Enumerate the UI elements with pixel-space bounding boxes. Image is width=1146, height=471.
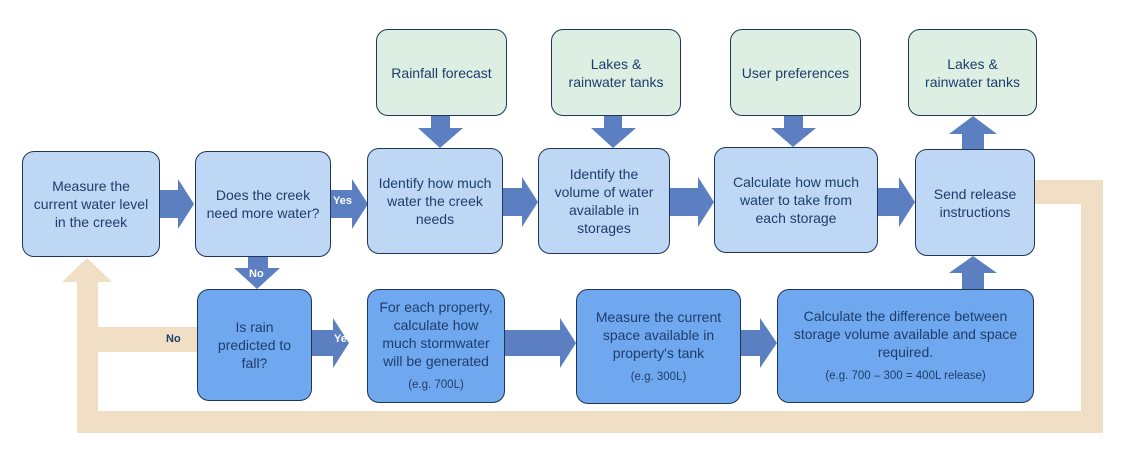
step-label: Does the creek need more water? xyxy=(206,187,320,221)
step-label: Measure the current water level in the c… xyxy=(33,178,149,230)
arrow-up xyxy=(949,116,997,149)
step-send-release: Send release instructions xyxy=(915,149,1035,256)
loop-arrow xyxy=(62,180,1103,433)
arrow-up xyxy=(949,256,997,289)
step-label: Identify the volume of water available i… xyxy=(554,166,654,236)
step-label: Is rain predicted to fall? xyxy=(217,319,292,371)
input-label: Rainfall forecast xyxy=(391,64,492,81)
step-label: Calculate the difference between storage… xyxy=(793,308,1018,360)
arrow-right xyxy=(503,177,538,227)
input-rainfall-forecast: Rainfall forecast xyxy=(376,29,507,116)
label-yes: Yes xyxy=(334,333,353,345)
step-difference: Calculate the difference between storage… xyxy=(777,289,1034,403)
arrow-down xyxy=(771,116,816,147)
input-label: User preferences xyxy=(741,64,850,81)
step-stormwater: For each property, calculate how much st… xyxy=(367,289,505,403)
arrow-right xyxy=(670,177,714,227)
arrow-down xyxy=(234,257,280,289)
step-tank-space: Measure the current space available in p… xyxy=(576,289,741,404)
step-label: Calculate how much water to take from ea… xyxy=(732,174,860,226)
flow-arrows xyxy=(160,116,997,368)
label-no: No xyxy=(166,333,181,345)
example-note: (e.g. 700L) xyxy=(408,379,464,391)
output-lakes-tanks: Lakes & rainwater tanks xyxy=(908,29,1037,116)
step-label: For each property, calculate how much st… xyxy=(379,299,493,369)
arrow-right xyxy=(505,318,576,368)
arrow-right xyxy=(312,318,349,368)
input-label: Lakes & rainwater tanks xyxy=(925,55,1020,90)
input-label: Lakes & rainwater tanks xyxy=(568,55,664,90)
step-label: Measure the current space available in p… xyxy=(595,308,722,361)
label-no: No xyxy=(249,268,264,280)
example-note: (e.g. 700 – 300 = 400L release) xyxy=(825,370,986,382)
step-identify-volume: Identify the volume of water available i… xyxy=(538,148,670,254)
decision-rain-predicted: Is rain predicted to fall? xyxy=(197,289,312,401)
arrow-right xyxy=(878,177,915,227)
step-measure-level: Measure the current water level in the c… xyxy=(22,151,160,257)
arrow-down xyxy=(591,116,636,148)
step-label: Identify how much water the creek needs xyxy=(378,175,492,227)
example-note: (e.g. 300L) xyxy=(630,370,687,383)
arrow-right xyxy=(160,179,194,229)
step-calculate-take: Calculate how much water to take from ea… xyxy=(714,147,878,253)
step-label: Send release instructions xyxy=(933,185,1017,220)
arrow-down xyxy=(418,116,463,148)
arrow-right xyxy=(331,179,368,229)
decision-creek-needs-water: Does the creek need more water? xyxy=(195,151,331,257)
step-identify-need: Identify how much water the creek needs xyxy=(367,148,503,254)
input-user-preferences: User preferences xyxy=(730,29,861,116)
arrow-right xyxy=(741,318,777,368)
label-yes: Yes xyxy=(333,195,352,207)
input-lakes-tanks: Lakes & rainwater tanks xyxy=(551,29,681,116)
